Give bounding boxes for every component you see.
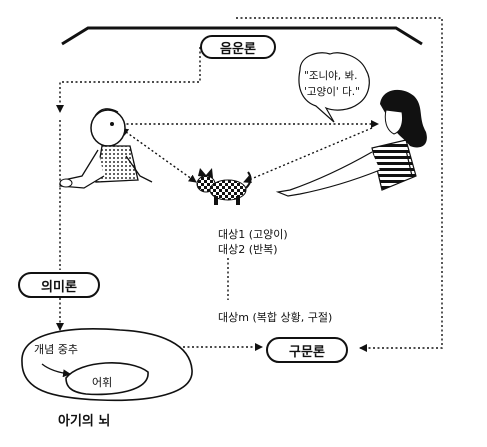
concept-center-label: 개념 중추	[34, 343, 78, 356]
mother-illustration	[275, 89, 427, 197]
phonology-label: 음운론	[220, 41, 256, 57]
syntax-node: 구문론	[266, 337, 348, 363]
syntax-label: 구문론	[289, 344, 325, 360]
baby-brain-caption: 아기의 뇌	[58, 414, 111, 429]
phonology-bracket	[61, 26, 423, 46]
baby-brain-illustration	[21, 328, 193, 402]
object-1-label: 대상1 (고양이)	[218, 228, 288, 241]
mother-cat-gaze-line	[243, 127, 373, 183]
baby-cat-gaze-line	[120, 127, 197, 183]
phonology-node: 음운론	[200, 35, 276, 59]
speech-line-2: '고양이' 다."	[304, 86, 360, 98]
frame-top-right-line	[236, 17, 443, 352]
semantics-label: 의미론	[41, 279, 77, 295]
vocabulary-label: 어휘	[92, 376, 113, 389]
object-m-label: 대상m (복합 상황, 구절)	[218, 311, 333, 324]
cat-illustration	[196, 168, 252, 205]
speech-text: "조니야, 봐. '고양이' 다."	[304, 68, 360, 100]
speech-line-1: "조니야, 봐.	[304, 70, 358, 82]
phonology-to-baby-line	[56, 47, 201, 113]
semantics-node: 의미론	[18, 272, 100, 298]
baby-illustration	[58, 108, 153, 189]
object-2-label: 대상2 (반복)	[218, 243, 278, 256]
speech-bubble	[298, 52, 370, 123]
